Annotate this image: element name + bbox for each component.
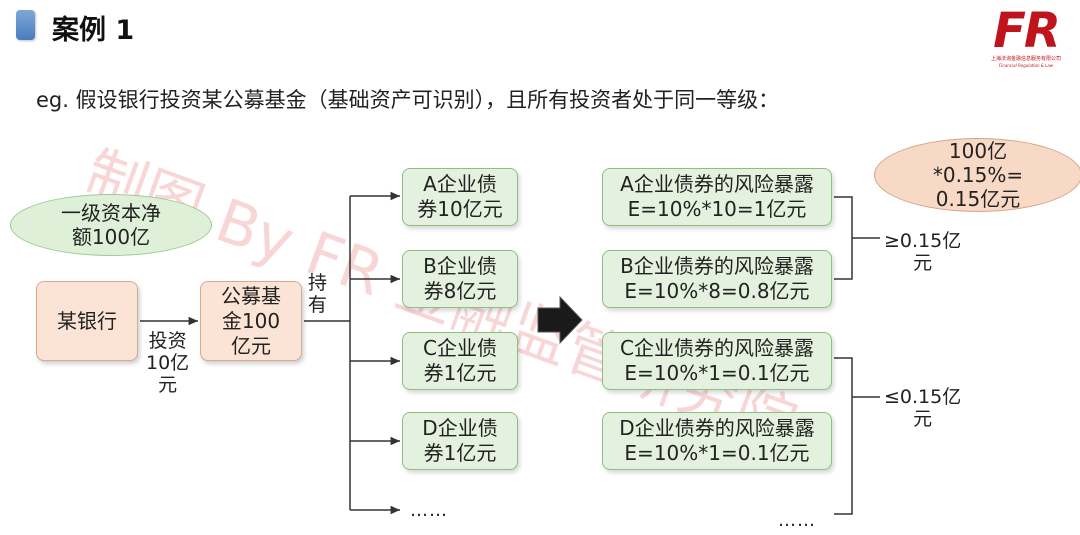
exposure-c-line1: C企业债券的风险暴露 bbox=[620, 336, 814, 360]
exposure-box-d: D企业债券的风险暴露 E=10%*1=0.1亿元 bbox=[602, 412, 832, 470]
invest-label-line1: 投资 bbox=[148, 330, 187, 352]
exposure-box-a: A企业债券的风险暴露 E=10%*10=1亿元 bbox=[602, 168, 832, 226]
bond-c-line2: 券1亿元 bbox=[423, 361, 497, 385]
fund-box-line2: 金100 bbox=[221, 308, 281, 333]
bond-d-line2: 券1亿元 bbox=[423, 441, 497, 465]
exposure-a-line1: A企业债券的风险暴露 bbox=[620, 172, 814, 196]
fr-logo: FR 上海法询金融信息服务有限公司 Financial Regulation &… bbox=[983, 6, 1069, 69]
bond-ellipsis: …… bbox=[410, 500, 448, 521]
bond-a-line1: A企业债 bbox=[423, 172, 497, 196]
capital-bubble-line1: 一级资本净 bbox=[61, 201, 161, 225]
fund-box-line3: 亿元 bbox=[231, 333, 271, 358]
calc-bubble-line3: 0.15亿元 bbox=[935, 187, 1021, 211]
title-marker-icon bbox=[16, 10, 35, 40]
logo-company-name: 上海法询金融信息服务有限公司 bbox=[990, 56, 1061, 62]
bond-c-line1: C企业债 bbox=[423, 336, 497, 360]
logo-mark: FR bbox=[993, 3, 1061, 59]
bond-box-c: C企业债 券1亿元 bbox=[402, 332, 518, 390]
hold-label-line2: 有 bbox=[308, 294, 328, 316]
exposure-c-line2: E=10%*1=0.1亿元 bbox=[624, 361, 810, 385]
bond-b-line1: B企业债 bbox=[423, 254, 497, 278]
bracket-low bbox=[834, 357, 853, 515]
bond-box-d: D企业债 券1亿元 bbox=[402, 412, 518, 470]
bond-box-b: B企业债 券8亿元 bbox=[402, 250, 518, 308]
hold-label: 持 有 bbox=[308, 272, 327, 316]
bracket-high bbox=[834, 196, 853, 280]
bond-a-line2: 券10亿元 bbox=[417, 197, 503, 221]
bank-box: 某银行 bbox=[36, 281, 138, 361]
capital-bubble-line2: 额100亿 bbox=[71, 225, 151, 249]
exposure-b-line2: E=10%*8=0.8亿元 bbox=[624, 279, 810, 303]
capital-bubble: 一级资本净 额100亿 bbox=[10, 194, 212, 256]
calc-bubble-line2: *0.15%= bbox=[932, 163, 1024, 187]
group-high-line2: 元 bbox=[913, 252, 933, 274]
group-low-label: ≤0.15亿 元 bbox=[884, 386, 961, 430]
fund-box-line1: 公募基 bbox=[221, 283, 281, 308]
exposure-ellipsis: …… bbox=[778, 510, 816, 531]
bond-d-line1: D企业债 bbox=[422, 416, 498, 440]
exposure-d-line2: E=10%*1=0.1亿元 bbox=[624, 441, 810, 465]
invest-label-line2: 10亿 bbox=[146, 352, 190, 374]
slide-title: 案例 1 bbox=[52, 15, 135, 46]
logo-english-name: Financial Regulation & Law bbox=[998, 63, 1054, 68]
bond-b-line2: 券8亿元 bbox=[423, 279, 497, 303]
group-high-label: ≥0.15亿 元 bbox=[884, 230, 961, 274]
group-high-line1: ≥0.15亿 bbox=[884, 230, 962, 252]
fund-box: 公募基 金100 亿元 bbox=[200, 281, 302, 361]
group-low-line1: ≤0.15亿 bbox=[884, 386, 962, 408]
exposure-b-line1: B企业债券的风险暴露 bbox=[620, 254, 814, 278]
exposure-box-c: C企业债券的风险暴露 E=10%*1=0.1亿元 bbox=[602, 332, 832, 390]
bank-box-label: 某银行 bbox=[57, 308, 117, 333]
bond-box-a: A企业债 券10亿元 bbox=[402, 168, 518, 226]
transition-arrow-icon bbox=[537, 295, 583, 345]
invest-label: 投资 10亿 元 bbox=[146, 330, 189, 396]
calc-bubble-line1: 100亿 bbox=[948, 139, 1008, 163]
exposure-box-b: B企业债券的风险暴露 E=10%*8=0.8亿元 bbox=[602, 250, 832, 308]
group-low-line2: 元 bbox=[913, 408, 933, 430]
hold-label-line1: 持 bbox=[308, 272, 328, 294]
exposure-a-line2: E=10%*10=1亿元 bbox=[627, 197, 807, 221]
invest-label-line3: 元 bbox=[158, 374, 178, 396]
calc-bubble: 100亿 *0.15%= 0.15亿元 bbox=[874, 138, 1080, 212]
exposure-d-line1: D企业债券的风险暴露 bbox=[619, 416, 815, 440]
intro-text: eg. 假设银行投资某公募基金（基础资产可识别），且所有投资者处于同一等级： bbox=[36, 88, 780, 112]
